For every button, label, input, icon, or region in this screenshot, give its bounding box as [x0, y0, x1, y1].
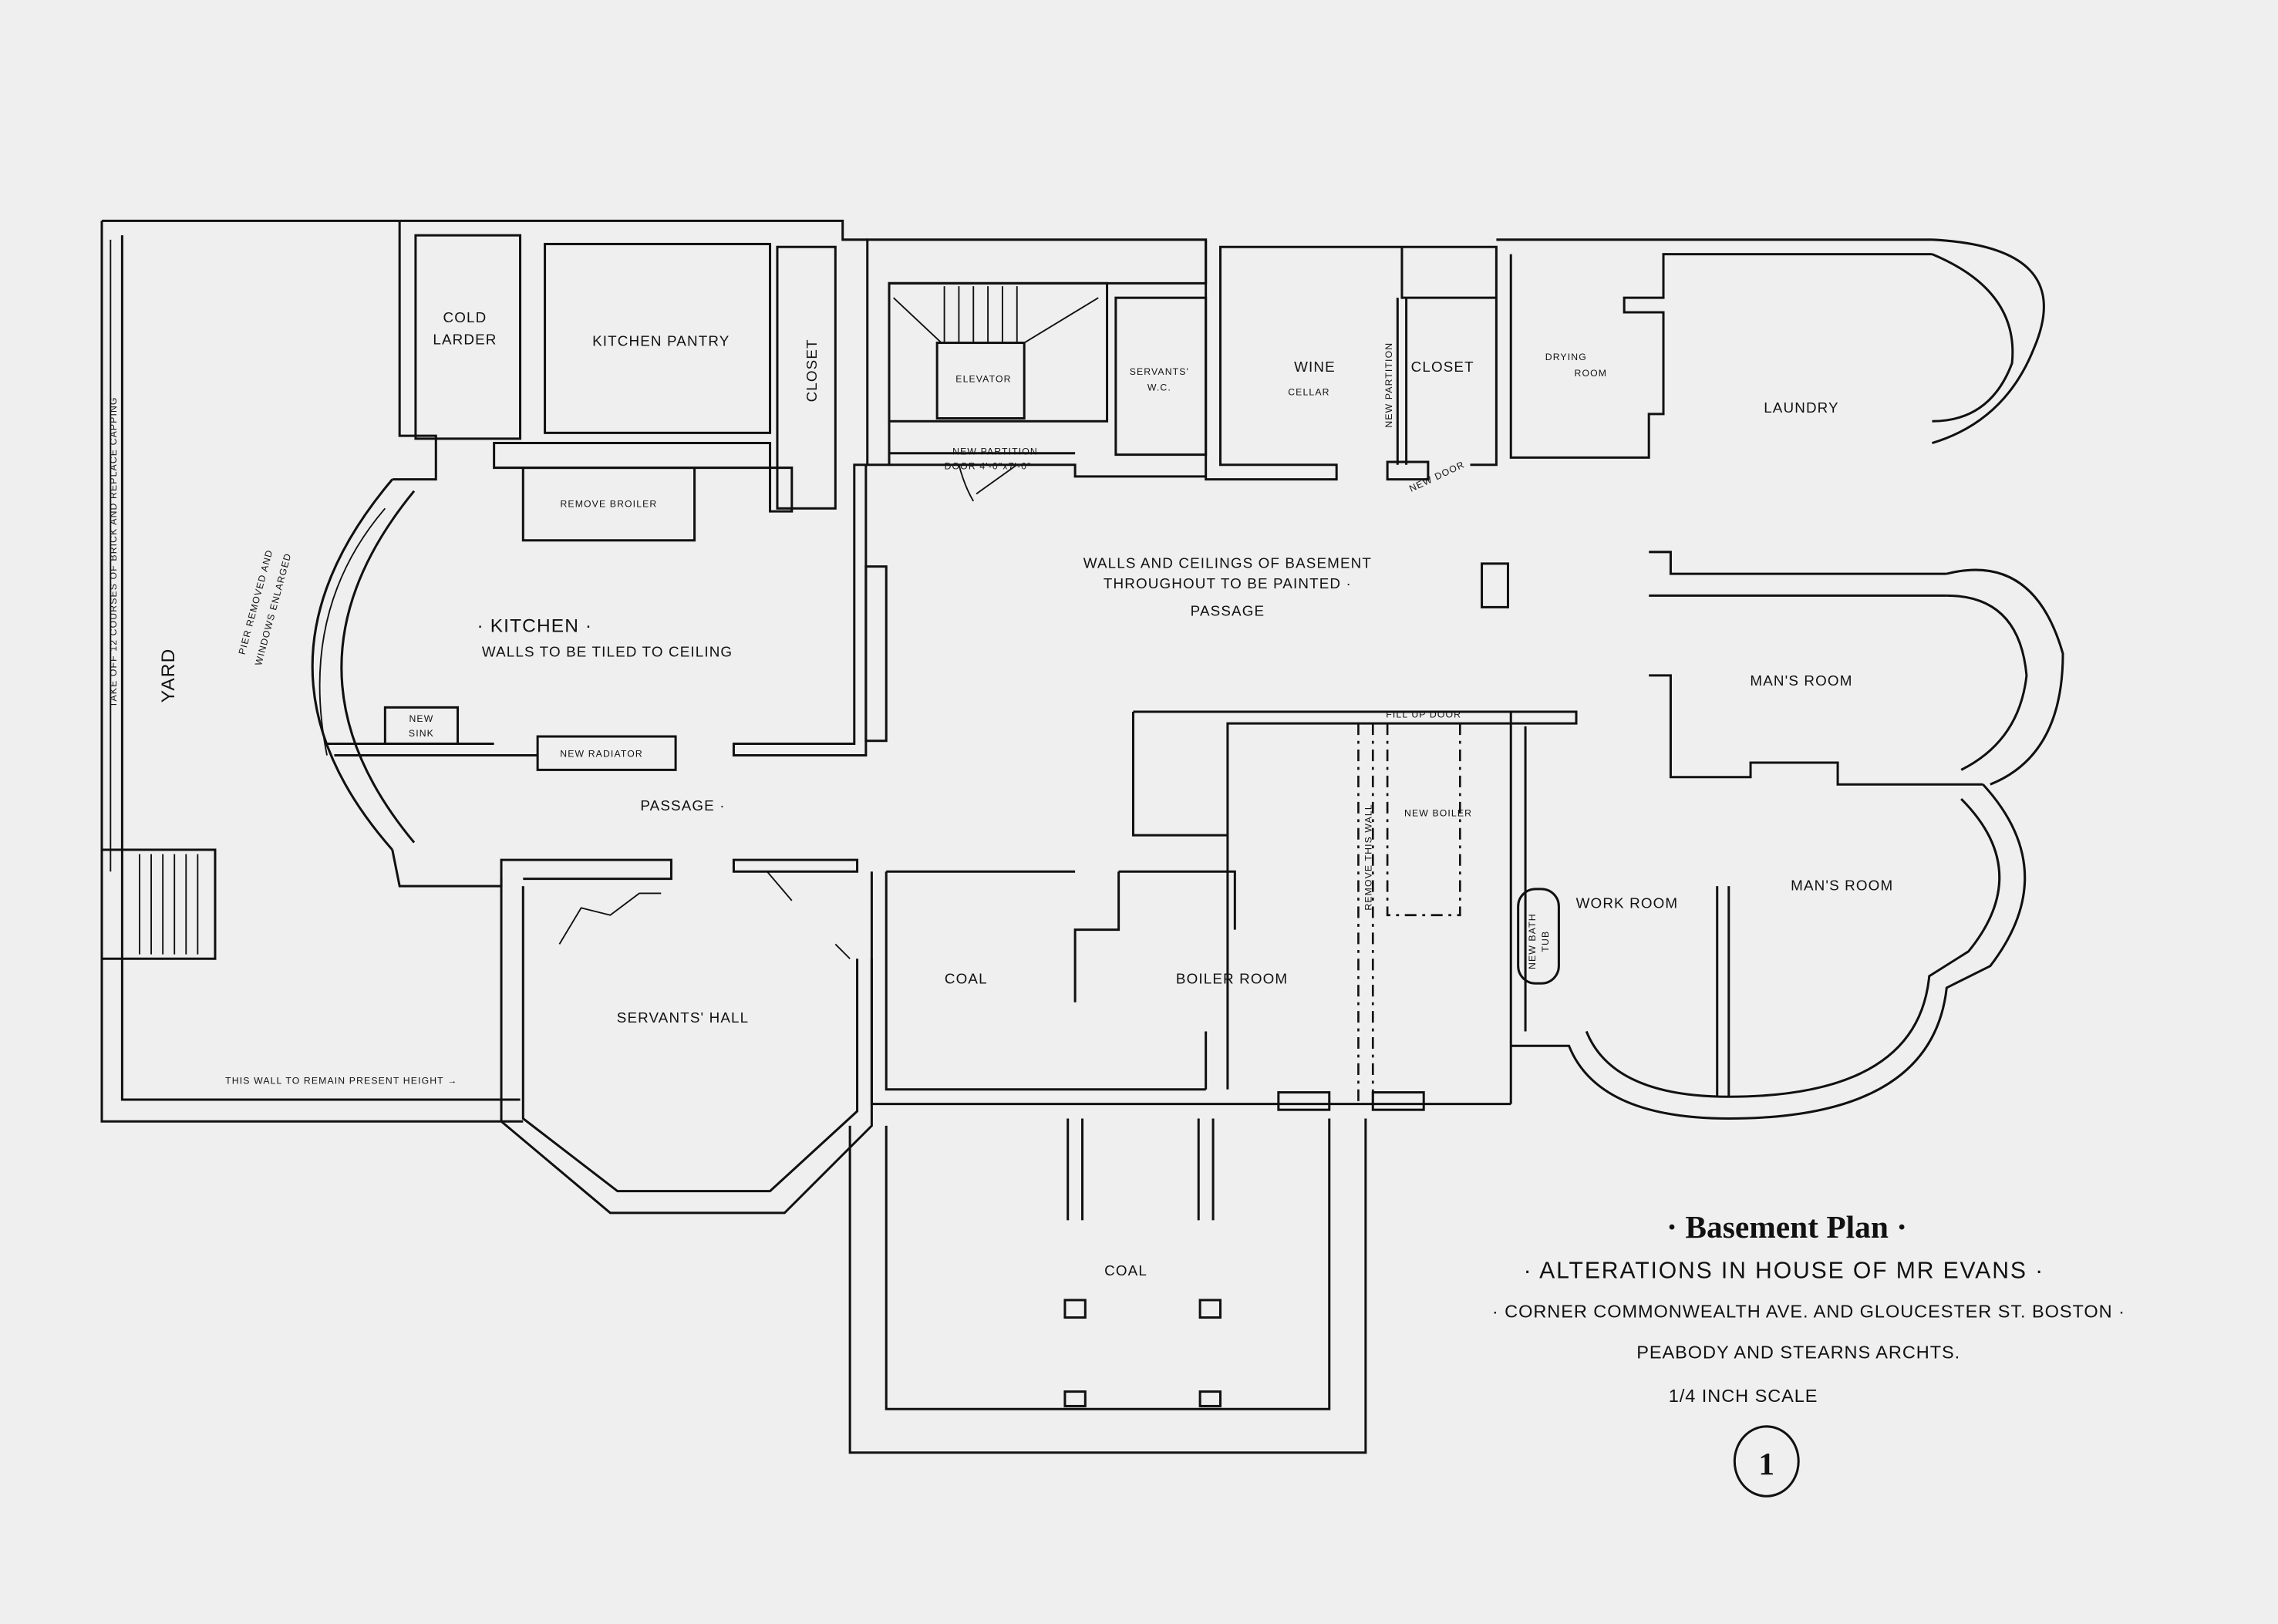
plan-architects: PEABODY AND STEARNS ARCHTS. — [1636, 1342, 1960, 1362]
room-label-drying-room: DRYING — [1545, 352, 1587, 362]
note-new-bath: NEW BATH — [1527, 913, 1538, 969]
room-label-coal-1: COAL — [945, 970, 988, 986]
note-yard-wall: TAKE OFF 12 COURSES OF BRICK AND REPLACE… — [108, 396, 119, 707]
lower-coal-walls — [848, 1118, 1367, 1454]
note-new-bath-2: TUB — [1540, 931, 1551, 952]
note-new-sink-2: SINK — [409, 728, 434, 739]
plan-title: · Basement Plan · — [1666, 1209, 1907, 1245]
new-radiator — [536, 735, 677, 771]
room-label-servants-hall: SERVANTS' HALL — [617, 1009, 750, 1026]
room-label-passage-upper: PASSAGE — [1191, 603, 1265, 619]
room-label-coal-2: COAL — [1104, 1262, 1147, 1279]
room-label-mans-room-2: MAN'S ROOM — [1791, 878, 1893, 894]
room-label-servants-wc: SERVANTS' — [1130, 366, 1189, 377]
note-fill-up-door: FILL UP DOOR — [1386, 709, 1461, 720]
yard-walls — [100, 219, 524, 1123]
title-block: · Basement Plan · · ALTERATIONS IN HOUSE… — [1492, 1209, 2125, 1498]
note-new-sink: NEW — [409, 713, 433, 724]
new-sink — [383, 706, 460, 745]
elevator-shaft — [935, 342, 1026, 420]
room-label-boiler-room: BOILER ROOM — [1176, 970, 1288, 986]
room-label-drying-room-2: ROOM — [1575, 368, 1608, 379]
room-label-closet: CLOSET — [804, 339, 820, 402]
servants-hall-walls — [500, 871, 873, 1215]
note-paint-2: THROUGHOUT TO BE PAINTED · — [1104, 575, 1352, 591]
room-label-kitchen-pantry: KITCHEN PANTRY — [592, 332, 730, 349]
sheet-number: 1 — [1758, 1446, 1774, 1481]
room-label-mans-room-1: MAN'S ROOM — [1750, 672, 1852, 689]
room-label-cold-larder-2: LARDER — [433, 331, 497, 347]
new-bath-tub — [1517, 888, 1560, 985]
room-label-cold-larder: COLD — [443, 309, 487, 325]
room-label-kitchen: · KITCHEN · — [477, 615, 593, 636]
room-label-elevator: ELEVATOR — [955, 373, 1011, 384]
sheet-number-circle — [1733, 1425, 1800, 1498]
note-new-partition: NEW PARTITION — [952, 446, 1038, 457]
yard-steps — [100, 848, 217, 960]
room-label-wine-closet: CLOSET — [1411, 359, 1474, 375]
plan-subtitle: · ALTERATIONS IN HOUSE OF MR EVANS · — [1524, 1258, 2044, 1284]
room-label-laundry: LAUNDRY — [1764, 399, 1839, 416]
room-label-cellar: CELLAR — [1288, 386, 1329, 397]
note-new-radiator: NEW RADIATOR — [560, 748, 643, 759]
room-label-work-room: WORK ROOM — [1576, 895, 1679, 911]
note-new-partition-vertical: NEW PARTITION — [1383, 342, 1394, 428]
room-label-servants-wc-2: W.C. — [1147, 382, 1171, 393]
plan-location: · CORNER COMMONWEALTH AVE. AND GLOUCESTE… — [1492, 1302, 2125, 1322]
note-new-boiler: NEW BOILER — [1404, 808, 1472, 819]
note-kitchen-tiles: WALLS TO BE TILED TO CEILING — [482, 643, 733, 659]
note-wall-remain: THIS WALL TO REMAIN PRESENT HEIGHT → — [225, 1075, 457, 1086]
room-label-passage-lower: PASSAGE · — [640, 797, 725, 814]
room-label-yard: YARD — [158, 649, 179, 703]
note-new-door: NEW DOOR — [1407, 459, 1466, 494]
laundry-wing-walls — [1481, 238, 2064, 1120]
note-remove-broiler: REMOVE BROILER — [560, 498, 657, 509]
note-remove-wall: REMOVE THIS WALL — [1363, 804, 1373, 910]
remove-broiler-box — [521, 467, 696, 542]
kitchen-wing-walls — [311, 219, 888, 888]
boiler-room-walls — [870, 710, 1578, 1111]
enlarged-windows — [318, 507, 386, 756]
plan-scale: 1/4 INCH SCALE — [1669, 1386, 1818, 1406]
wine-cellar-walls — [1205, 239, 1498, 481]
note-paint-1: WALLS AND CEILINGS OF BASEMENT — [1083, 555, 1372, 571]
note-door-size: DOOR 4'-0"x7'-0" — [945, 460, 1032, 471]
room-label-wine: WINE — [1294, 359, 1336, 375]
